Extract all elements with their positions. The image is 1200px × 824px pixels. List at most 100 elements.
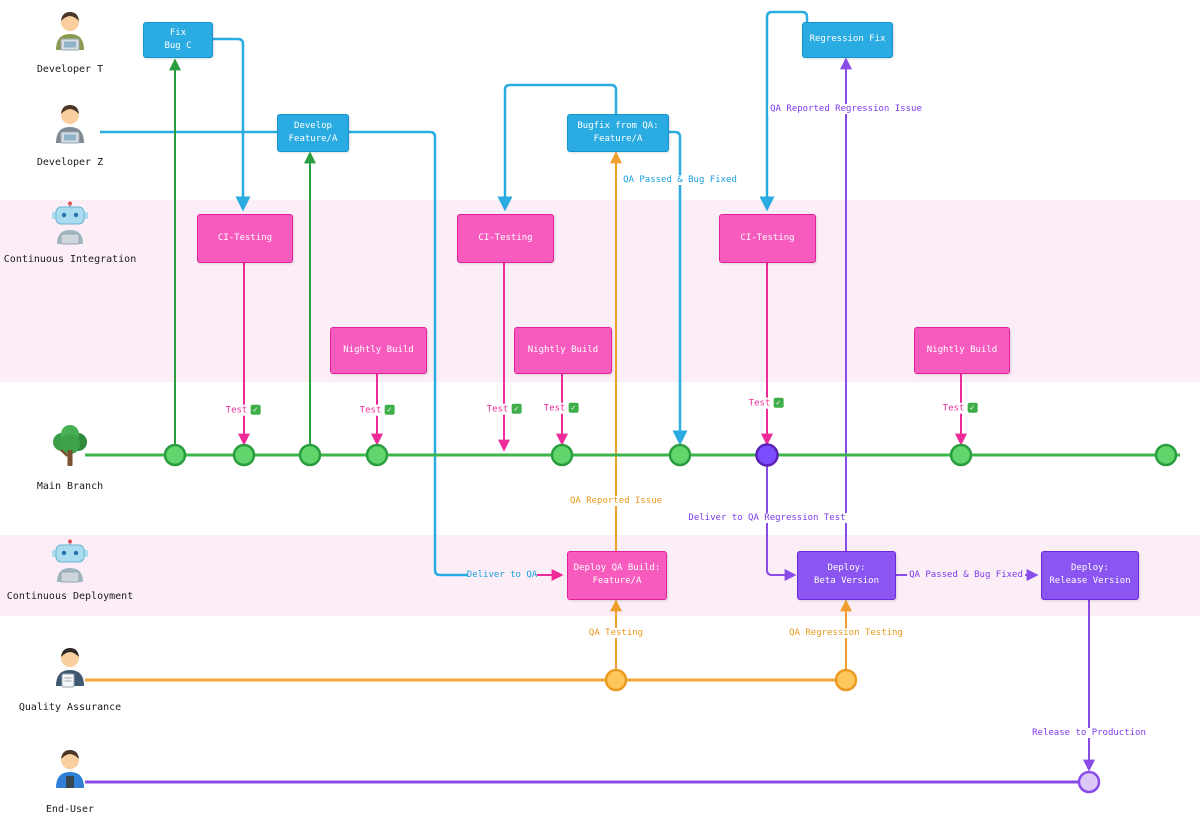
process-label: Deploy: xyxy=(827,563,866,574)
robot-eye xyxy=(73,550,79,556)
process-nightly-build-2: Nightly Build xyxy=(514,327,612,374)
release-commit-node xyxy=(755,443,779,467)
check-icon: ✓ xyxy=(967,402,978,413)
process-label: Nightly Build xyxy=(926,344,998,355)
process-deploy-release: Deploy: Release Version xyxy=(1041,551,1139,600)
check-icon: ✓ xyxy=(568,402,579,413)
process-label: CI-Testing xyxy=(478,232,533,243)
end-user-node xyxy=(1077,770,1101,794)
tree-canopy xyxy=(60,434,80,454)
process-deploy-beta: Deploy: Beta Version xyxy=(797,551,896,600)
flow-bugfix-to-ci2 xyxy=(497,83,618,212)
lane-label-quality-assurance: Quality Assurance xyxy=(18,702,122,713)
process-ci-testing-3: CI-Testing xyxy=(719,214,816,263)
edge-label-deliver-to-qa: Deliver to QA xyxy=(466,570,538,580)
robot-eye xyxy=(61,550,67,556)
robot-antenna-tip xyxy=(68,539,72,544)
commit-node xyxy=(163,443,187,467)
commit-node xyxy=(550,443,574,467)
test-text: Test xyxy=(543,403,566,414)
test-label: Test✓ xyxy=(940,402,980,414)
test-text: Test xyxy=(225,405,248,416)
test-text: Test xyxy=(486,404,509,415)
developer-t-avatar xyxy=(48,8,92,58)
tree-icon xyxy=(47,424,93,478)
laptop-screen xyxy=(64,41,76,48)
process-label: Deploy QA Build: xyxy=(573,563,661,574)
lane-label-main-branch: Main Branch xyxy=(36,481,104,492)
avatar-hair xyxy=(61,750,79,759)
test-text: Test xyxy=(359,405,382,416)
task-develop-feature-a: Develop Feature/A xyxy=(277,114,349,152)
task-label: Regression Fix xyxy=(809,34,886,45)
edge-label-qa-regression-testing: QA Regression Testing xyxy=(787,628,905,638)
robot-eye xyxy=(61,212,67,218)
check-icon: ✓ xyxy=(511,403,522,414)
commit-node xyxy=(668,443,692,467)
process-ci-testing-1: CI-Testing xyxy=(197,214,293,263)
end-user-avatar xyxy=(48,746,92,796)
robot-ear xyxy=(52,550,56,557)
phone-icon xyxy=(66,776,74,788)
test-text: Test xyxy=(748,398,771,409)
check-icon: ✓ xyxy=(384,404,395,415)
avatar-face xyxy=(61,106,79,124)
process-label: CI-Testing xyxy=(217,232,273,243)
robot-head xyxy=(55,544,85,563)
process-label: Nightly Build xyxy=(527,344,599,355)
edge-label-qa-reported-issue: QA Reported Issue xyxy=(567,496,665,506)
process-label: Beta Version xyxy=(813,576,880,586)
check-icon: ✓ xyxy=(250,404,261,415)
robot-eye xyxy=(73,212,79,218)
flow-develop-to-deploy xyxy=(347,130,468,577)
flow-regressionfix-to-ci3 xyxy=(759,10,809,212)
lane-label-developer-z: Developer Z xyxy=(36,157,104,168)
robot-ear xyxy=(84,550,88,557)
edge-label-qa-testing: QA Testing xyxy=(586,628,646,638)
task-bugfix-from-qa: Bugfix from QA: Feature/A xyxy=(567,114,669,152)
qa-avatar xyxy=(48,644,92,694)
commit-node xyxy=(365,443,389,467)
qa-node xyxy=(834,668,858,692)
robot-antenna-tip xyxy=(68,201,72,206)
lane-label-continuous-integration: Continuous Integration xyxy=(3,254,137,265)
robot-head xyxy=(55,206,85,225)
edge-label-qa-passed-purple: QA Passed & Bug Fixed xyxy=(907,570,1025,580)
edge-label-deliver-qa-regression: Deliver to QA Regression Test xyxy=(686,513,848,523)
qa-node xyxy=(604,668,628,692)
avatar-hair xyxy=(61,648,79,657)
test-label: Test✓ xyxy=(223,404,263,416)
commit-node xyxy=(1154,443,1178,467)
lane-label-continuous-deployment: Continuous Deployment xyxy=(6,591,134,602)
check-icon: ✓ xyxy=(773,397,784,408)
tree-trunk xyxy=(67,450,73,466)
test-label: Test✓ xyxy=(746,397,786,409)
process-label: Deploy: xyxy=(1071,563,1109,574)
process-nightly-build-1: Nightly Build xyxy=(330,327,427,374)
task-label: Develop xyxy=(294,120,332,131)
ci-robot-avatar xyxy=(47,200,93,250)
robot-ear xyxy=(52,212,56,219)
test-label: Test✓ xyxy=(357,404,397,416)
test-label: Test✓ xyxy=(541,402,581,414)
edge-label-qa-reported-regression: QA Reported Regression Issue xyxy=(768,104,924,114)
lane-label-end-user: End-User xyxy=(45,804,95,815)
tree-branch xyxy=(60,449,69,457)
task-label: Feature/A xyxy=(288,133,338,144)
avatar-face xyxy=(61,751,79,769)
test-label: Test✓ xyxy=(484,403,524,415)
edge-label-release-to-production: Release to Production xyxy=(1030,728,1148,738)
robot-ear xyxy=(84,212,88,219)
laptop-screen xyxy=(64,134,76,141)
task-label: Feature/A xyxy=(593,133,643,144)
flow-main-to-beta xyxy=(766,465,797,581)
commit-node xyxy=(949,443,973,467)
task-label: Fix xyxy=(169,27,187,38)
process-nightly-build-3: Nightly Build xyxy=(914,327,1010,374)
flow-fixbug-to-ci1 xyxy=(211,37,251,212)
commit-node xyxy=(232,443,256,467)
task-label: Bug C xyxy=(164,40,192,51)
laptop-icon xyxy=(60,571,80,583)
